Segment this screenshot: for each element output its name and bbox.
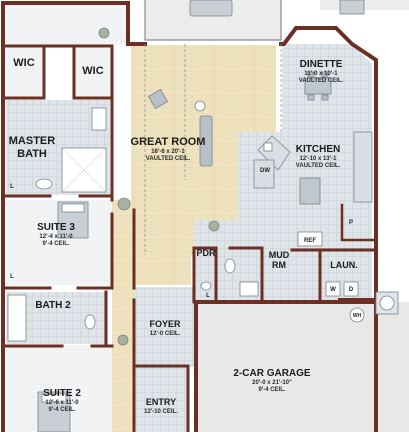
washer-label: W	[330, 287, 336, 293]
suite3-ceiling: 9'-4 CEIL.	[42, 241, 69, 247]
foyer-floor	[134, 287, 196, 367]
great-room-dims: 16'-6 x 20'-1	[151, 149, 185, 155]
master-bath-label-1: MASTER	[9, 135, 56, 147]
sofa	[199, 115, 213, 167]
suite2-ceiling: 9'-4 CEIL.	[48, 407, 75, 413]
refrigerator	[297, 231, 323, 247]
entry-ceiling: 12'-10 CEIL.	[144, 409, 178, 415]
linen-label-pdr: L	[206, 293, 210, 299]
kitchen-counter	[353, 131, 373, 203]
kitchen-label: KITCHEN	[296, 144, 340, 155]
dryer	[343, 281, 359, 297]
wic-left-label: WIC	[13, 57, 34, 69]
wic-left-floor	[6, 48, 44, 98]
water-heater-label: WH	[353, 313, 362, 319]
garage-ceiling: 9'-4 CEIL.	[258, 387, 285, 393]
great-room-guides	[144, 44, 282, 255]
fixture-labels: DW REF P L L L W D WH	[10, 168, 361, 319]
ref-label: REF	[304, 238, 316, 244]
entry-label: ENTRY	[146, 397, 176, 407]
linen-label-master: L	[10, 184, 14, 190]
suite2-dims: 12'-6 x 11'-0	[45, 400, 79, 406]
wic-right-label: WIC	[82, 65, 103, 77]
great-room-ceiling: VAULTED CEIL.	[146, 156, 191, 162]
foyer-label: FOYER	[149, 319, 181, 329]
foyer-ceiling: 12'-0 CEIL.	[150, 331, 181, 337]
pantry-label: P	[349, 220, 353, 226]
side-table	[194, 100, 206, 112]
bath2-tub	[7, 294, 27, 342]
armchair	[147, 88, 169, 110]
pdr-sink	[200, 281, 212, 291]
plant-icon	[98, 27, 110, 39]
lanai-chair	[339, 0, 365, 15]
laundry-label: LAUN.	[330, 260, 358, 270]
plant-icon-hall	[117, 197, 131, 211]
garage-dims: 20'-0 x 21'-10"	[252, 380, 292, 386]
dryer-label: D	[349, 287, 354, 293]
suite3-label: SUITE 3	[37, 222, 75, 233]
mud-room-bench	[239, 281, 259, 297]
dinette-ceiling: VAULTED CEIL.	[299, 78, 344, 84]
master-toilet-room	[91, 107, 107, 131]
plant-icon-great-room	[208, 220, 220, 232]
dishwasher-counter	[253, 159, 275, 189]
room-labels: WIC WIC MASTER BATH GREAT ROOM 16'-6 x 2…	[9, 57, 358, 415]
suite3-dims: 12'-4 x 11'-0	[39, 234, 73, 240]
great-room-label: GREAT ROOM	[131, 136, 206, 148]
mud-room-label-1: MUD	[269, 250, 290, 260]
pdr-label: PDR	[196, 248, 216, 258]
wic-right-floor	[74, 48, 112, 98]
pdr-toilet	[224, 258, 236, 274]
washer	[325, 281, 341, 297]
master-bath-label-2: BATH	[17, 148, 47, 160]
dinette-table	[304, 77, 332, 95]
suite2-label: SUITE 2	[43, 388, 81, 399]
dw-label: DW	[260, 168, 270, 174]
lanai-floor	[145, 0, 281, 40]
lanai-table	[189, 0, 233, 17]
kitchen-dims: 12'-10 x 13'-1	[300, 156, 338, 162]
mud-room-label-2: RM	[272, 260, 286, 270]
linen-label-suite3: L	[10, 274, 14, 280]
kitchen-ceiling: VAULTED CEIL.	[296, 163, 341, 169]
plant-icon-bath	[117, 334, 129, 346]
dinette-label: DINETTE	[300, 59, 343, 70]
cooktop	[263, 142, 273, 152]
dinette-dims: 11'-0 x 10'-1	[304, 71, 338, 77]
entry-floor	[134, 367, 188, 432]
master-bath-sink	[35, 178, 53, 190]
furniture	[7, 0, 399, 432]
bath2-toilet	[84, 314, 96, 330]
water-heater	[349, 307, 365, 323]
kitchen-island	[299, 177, 321, 205]
garage-label: 2-CAR GARAGE	[233, 368, 311, 379]
master-suite-floor	[6, 5, 126, 45]
garage-floor	[196, 302, 409, 432]
bath2-label: BATH 2	[35, 300, 71, 311]
